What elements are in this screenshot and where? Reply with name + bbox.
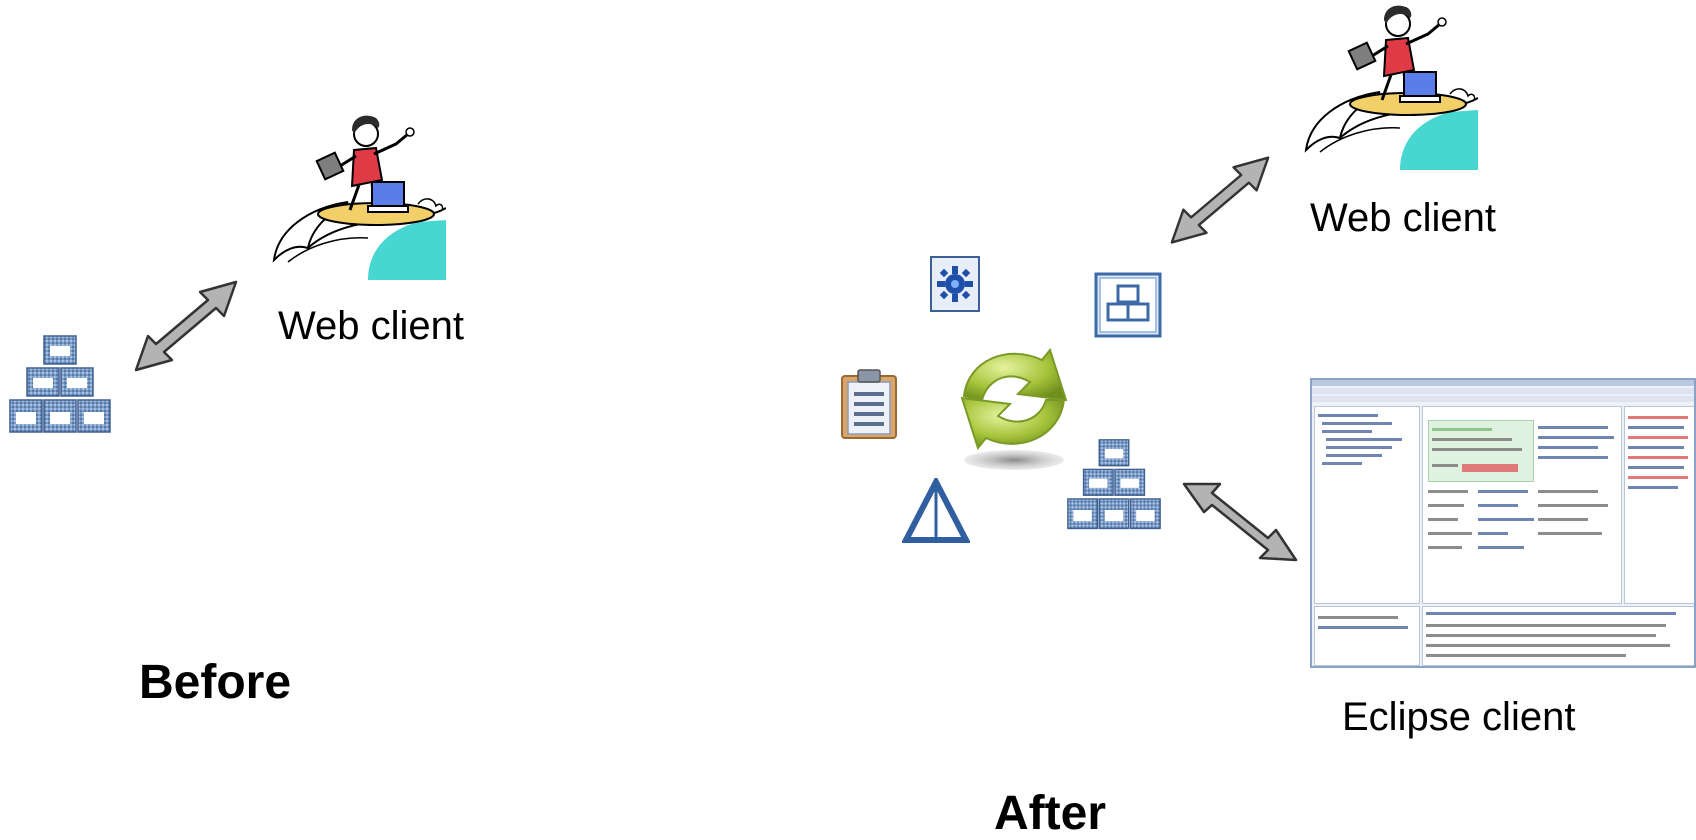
eclipse-ide-screenshot-icon	[1310, 378, 1696, 668]
web-client-surfer-icon	[1300, 0, 1478, 170]
before-web-client-label: Web client	[278, 304, 465, 348]
eclipse-client-label: Eclipse client	[1342, 695, 1576, 739]
green-sync-arrows-icon	[938, 338, 1090, 474]
component-blocks-icon	[1094, 272, 1162, 338]
double-arrow-icon	[1168, 154, 1272, 248]
triangle-icon	[902, 478, 970, 544]
double-arrow-icon	[132, 280, 240, 374]
web-client-surfer-icon	[268, 110, 446, 280]
server-stack-icon	[1066, 438, 1162, 534]
gear-plugin-icon	[930, 256, 980, 312]
before-heading: Before	[139, 656, 292, 709]
server-stack-icon	[8, 334, 112, 438]
after-heading: After	[994, 787, 1107, 840]
after-web-client-label: Web client	[1310, 196, 1497, 240]
double-arrow-icon	[1182, 480, 1298, 562]
clipboard-icon	[840, 368, 898, 440]
